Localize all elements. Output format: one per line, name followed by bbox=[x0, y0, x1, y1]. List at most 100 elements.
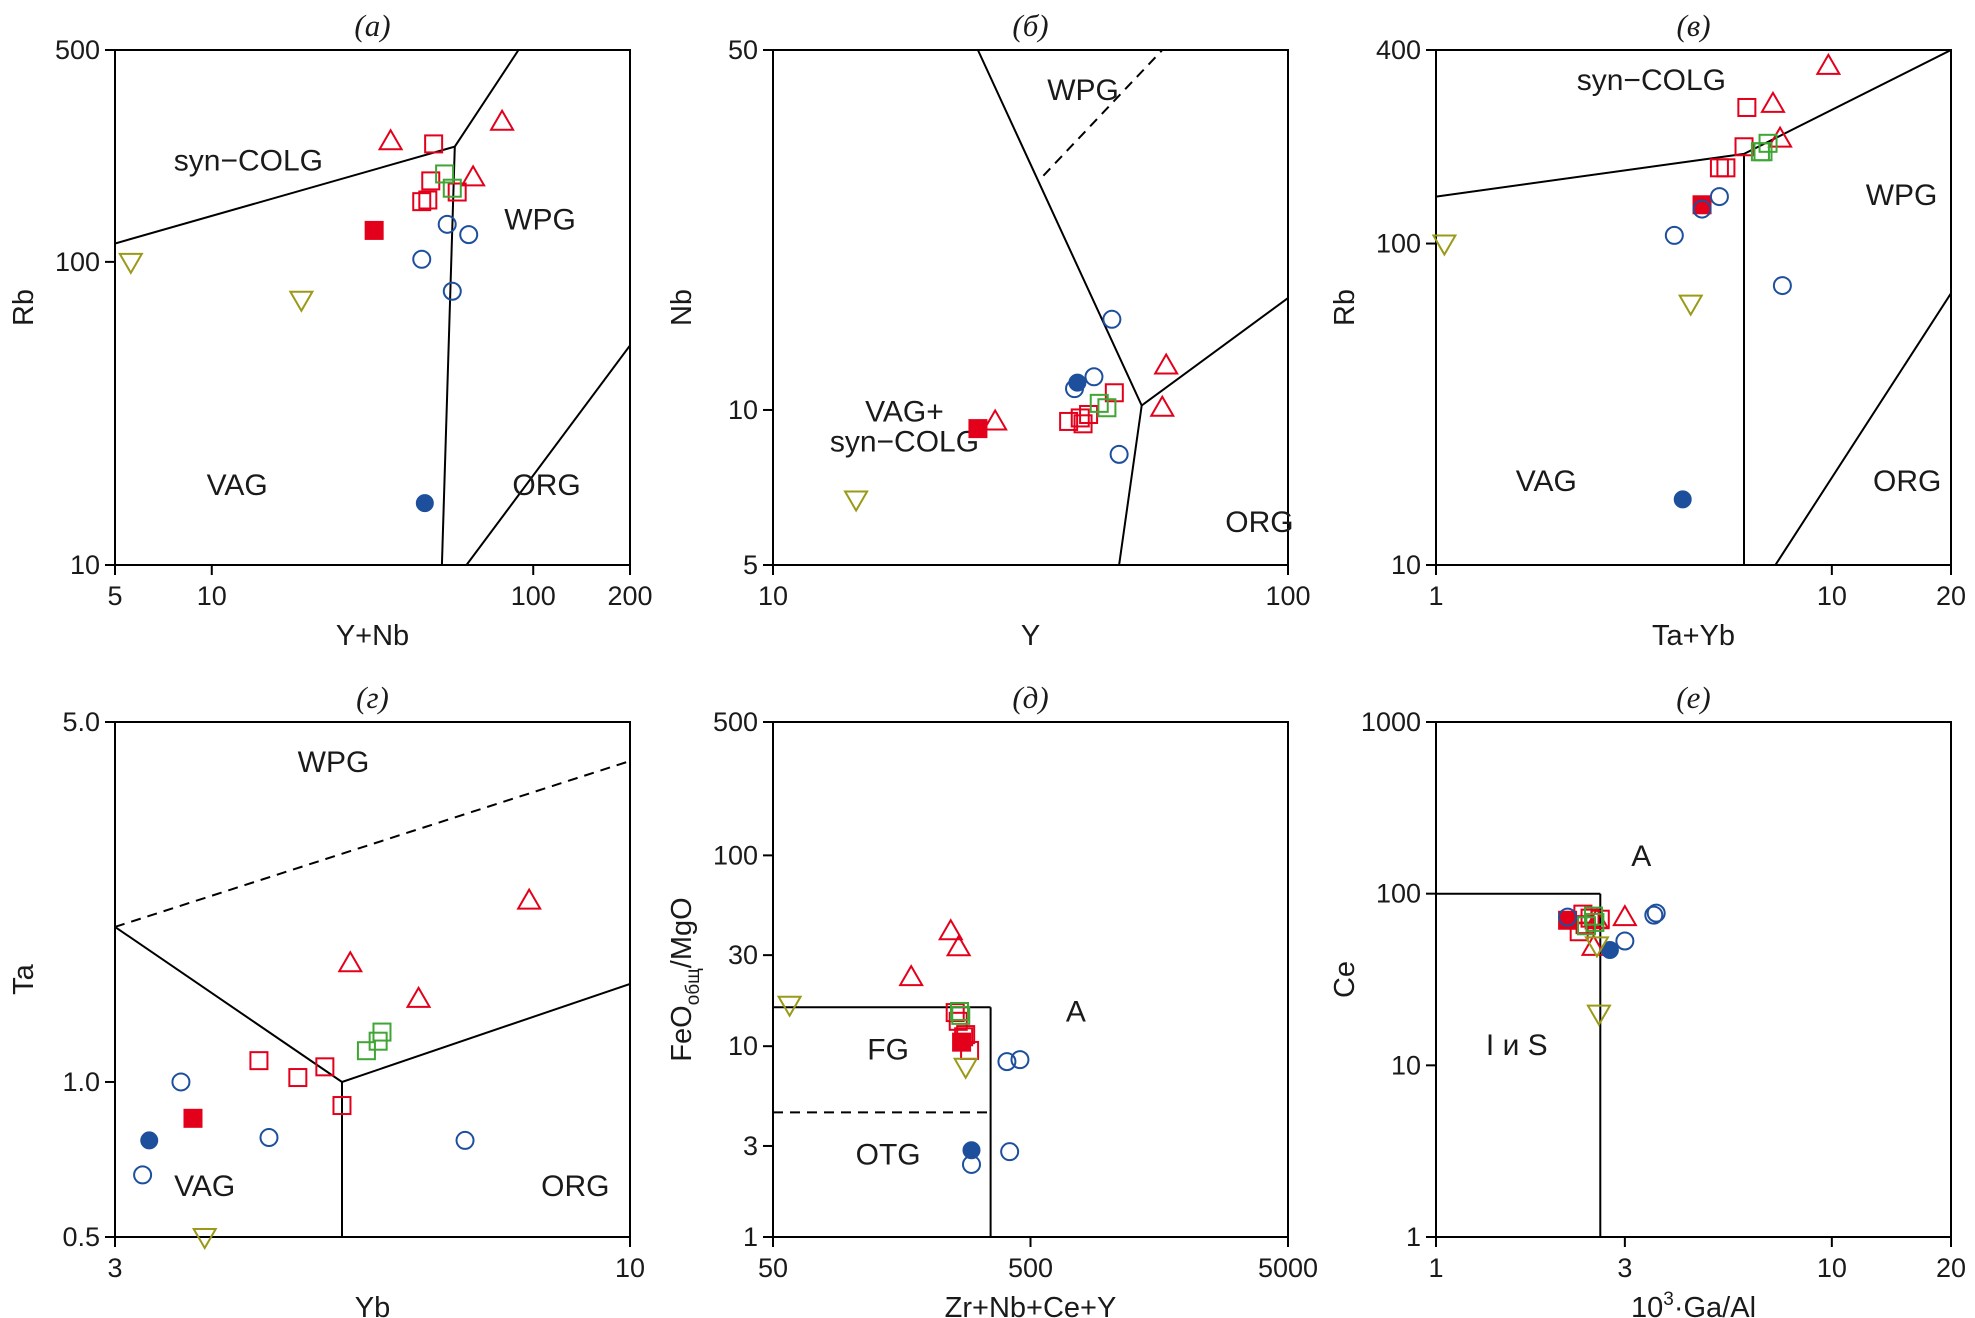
data-point-square bbox=[368, 1031, 388, 1051]
data-point-square bbox=[442, 178, 462, 198]
x-tick-label: 10 bbox=[758, 581, 788, 611]
data-point-triangle bbox=[898, 964, 924, 987]
data-point-triangle bbox=[1153, 352, 1179, 375]
data-point-circle bbox=[1010, 1050, 1030, 1070]
field-label: ORG bbox=[512, 469, 580, 502]
y-tick-label: 400 bbox=[1376, 35, 1421, 65]
data-point-triangle-down bbox=[776, 995, 803, 1018]
x-tick-label: 1 bbox=[1428, 1253, 1443, 1283]
field-label: WPG bbox=[298, 746, 370, 779]
boundary-line bbox=[1118, 405, 1143, 565]
data-point-circle bbox=[1615, 931, 1635, 951]
y-tick-label: 10 bbox=[1391, 550, 1421, 580]
data-point-square bbox=[183, 1108, 203, 1128]
data-point-triangle bbox=[1815, 52, 1842, 75]
data-point-square bbox=[332, 1096, 352, 1116]
x-tick-label: 1 bbox=[1428, 581, 1443, 611]
y-tick-label: 5 bbox=[743, 550, 758, 580]
plot-frame bbox=[114, 721, 631, 1238]
data-point-triangle bbox=[1612, 904, 1638, 927]
data-point-triangle bbox=[405, 985, 432, 1008]
boundary-lines bbox=[1436, 892, 1602, 1237]
data-point-circle bbox=[1646, 903, 1666, 923]
data-point-square bbox=[1073, 414, 1093, 434]
data-point-triangle bbox=[1760, 90, 1786, 113]
field-label: VAG bbox=[1516, 465, 1577, 498]
data-point-square bbox=[1097, 398, 1117, 418]
y-tick-label: 0.5 bbox=[62, 1222, 100, 1252]
field-label: ORG bbox=[541, 1170, 609, 1203]
data-point-square bbox=[421, 171, 441, 191]
y-axis-label: Rb bbox=[1329, 289, 1361, 326]
data-point-circle bbox=[1664, 225, 1684, 245]
data-point-circle bbox=[1600, 940, 1619, 959]
data-point-circle bbox=[133, 1165, 153, 1185]
boundary-line bbox=[1774, 292, 1951, 565]
data-point-square bbox=[1577, 916, 1597, 936]
x-axis-label: Y+Nb bbox=[336, 620, 409, 652]
data-point-triangle bbox=[937, 918, 964, 941]
plot-frame bbox=[1435, 721, 1952, 1238]
field-label: I и S bbox=[1486, 1029, 1548, 1062]
data-point-circle bbox=[1558, 907, 1578, 927]
x-tick-label: 20 bbox=[1936, 581, 1966, 611]
field-label: A bbox=[1066, 995, 1086, 1028]
data-point-triangle bbox=[1580, 933, 1607, 956]
data-point-circle bbox=[1068, 373, 1087, 392]
data-point-triangle bbox=[460, 164, 486, 187]
data-point-triangle bbox=[982, 408, 1008, 431]
data-point-square bbox=[1737, 97, 1757, 117]
x-tick-label: 500 bbox=[1008, 1253, 1053, 1283]
data-point-circle bbox=[1102, 309, 1122, 329]
boundary-line bbox=[976, 50, 1288, 408]
data-point-circle bbox=[1692, 199, 1712, 219]
y-tick-label: 10 bbox=[70, 550, 100, 580]
data-point-triangle-down bbox=[1431, 234, 1458, 257]
data-point-square bbox=[952, 1032, 972, 1052]
chart-title: (д) bbox=[1012, 680, 1048, 715]
boundary-lines bbox=[976, 50, 1288, 565]
data-point-square bbox=[412, 192, 432, 212]
field-label: syn−COLG bbox=[174, 145, 323, 178]
y-axis-label: Rb bbox=[8, 289, 40, 326]
y-tick-label: 10 bbox=[728, 395, 758, 425]
y-axis-label: Ce bbox=[1329, 961, 1361, 998]
data-point-square bbox=[1059, 411, 1079, 431]
data-point-square bbox=[288, 1068, 308, 1088]
data-point-circle bbox=[1673, 490, 1692, 509]
x-tick-label: 3 bbox=[107, 1253, 122, 1283]
boundary-line bbox=[465, 344, 630, 565]
field-label: OTG bbox=[856, 1138, 921, 1171]
data-point-square bbox=[1709, 158, 1729, 178]
data-point-square bbox=[1584, 906, 1604, 926]
data-point-circle bbox=[140, 1131, 159, 1150]
x-tick-label: 200 bbox=[607, 581, 652, 611]
y-tick-label: 10 bbox=[728, 1031, 758, 1061]
data-point-circle bbox=[171, 1072, 191, 1092]
field-label: syn−COLG bbox=[1577, 64, 1726, 97]
field-label: WPG bbox=[504, 203, 576, 236]
data-point-triangle bbox=[1149, 394, 1176, 417]
data-point-square bbox=[356, 1041, 376, 1061]
data-point-square bbox=[424, 134, 444, 154]
y-tick-label: 100 bbox=[1376, 229, 1421, 259]
data-point-triangle-down bbox=[1677, 294, 1704, 317]
y-tick-label: 1000 bbox=[1361, 707, 1421, 737]
data-point-square bbox=[364, 220, 384, 240]
field-label: syn−COLG bbox=[830, 426, 979, 459]
data-point-square bbox=[249, 1051, 269, 1071]
plot-frame bbox=[772, 49, 1289, 566]
data-point-circle bbox=[259, 1128, 279, 1148]
data-point-square bbox=[1734, 137, 1754, 157]
plot-frame bbox=[772, 721, 1289, 1238]
field-label: VAG bbox=[174, 1170, 235, 1203]
y-tick-label: 3 bbox=[743, 1131, 758, 1161]
boundary-lines bbox=[115, 760, 630, 1237]
data-point-circle bbox=[437, 214, 457, 234]
data-point-square bbox=[418, 190, 438, 210]
y-tick-label: 100 bbox=[55, 247, 100, 277]
data-point-triangle bbox=[945, 934, 972, 957]
data-point-circle bbox=[442, 281, 462, 301]
data-point-square bbox=[1753, 142, 1773, 162]
